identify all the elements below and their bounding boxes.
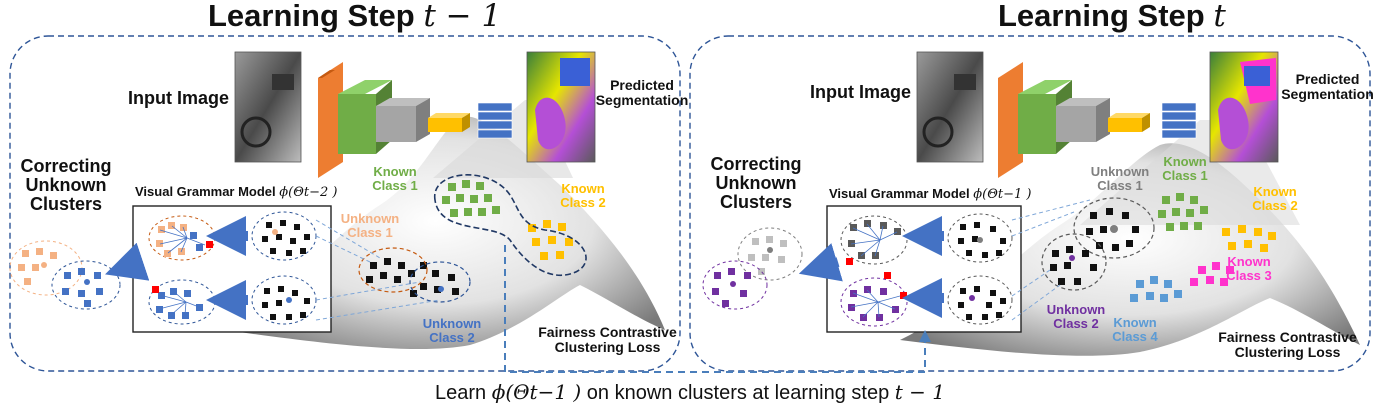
- bottom-caption-middle: on known clusters at learning step: [586, 382, 890, 404]
- right-step-title-math: t: [1213, 0, 1226, 34]
- right-correcting-label: Correcting Unknown Clusters: [710, 154, 802, 212]
- left-predicted-label: Predicted Segmentation: [595, 77, 689, 108]
- right-known-class-2-points: [1222, 225, 1276, 252]
- right-net-block-2: [1018, 94, 1056, 154]
- right-vgm-title: Visual Grammar Model ϕ(Θt−1 ): [829, 187, 1031, 202]
- right-known-class-2-label: Known Class 2: [1252, 184, 1298, 213]
- left-saddle-surface: [225, 116, 665, 350]
- left-input-image: [234, 51, 302, 163]
- right-known-class-4-label: Known Class 4: [1112, 315, 1158, 344]
- bottom-caption: Learn ϕ(Θt−1 ) on known clusters at lear…: [0, 380, 1380, 405]
- right-known-class-3-label: Known Class 3: [1226, 254, 1272, 283]
- left-unknown-class-1-label: Unknown Class 1: [340, 211, 400, 240]
- right-panel-border: [689, 35, 1371, 372]
- left-vgm-title: Visual Grammar Model ϕ(Θt−2 ): [135, 185, 337, 200]
- right-net-block-4: [1108, 118, 1142, 132]
- right-correcting-arrow: [798, 243, 843, 282]
- right-unknown-class-1-label: Unknown Class 1: [1090, 164, 1150, 193]
- left-vgm-title-text: Visual Grammar Model: [135, 184, 276, 199]
- left-net-block-1: [318, 62, 343, 178]
- right-input-image-label: Input Image: [810, 82, 912, 102]
- left-known-class-2-label: Known Class 2: [560, 181, 606, 210]
- left-step-title: Learning Step t − 1: [208, 0, 501, 33]
- left-input-image-label: Input Image: [128, 88, 230, 108]
- right-known-class-1-points: [1158, 193, 1208, 231]
- right-input-image: [916, 51, 984, 163]
- right-net-block-1: [998, 62, 1023, 178]
- left-step-title-math: t − 1: [423, 0, 502, 34]
- bottom-caption-prefix: Learn: [435, 382, 487, 404]
- left-net-block-5a: [477, 102, 513, 112]
- left-known-class-1-points: [442, 180, 500, 217]
- right-predicted-label: Predicted Segmentation: [1281, 71, 1374, 102]
- right-step-title-text: Learning Step: [998, 0, 1205, 33]
- left-loss-label: Fairness Contrastive Clustering Loss: [538, 324, 677, 355]
- left-panel-border: [9, 35, 681, 372]
- right-known-class-1-label: Known Class 1: [1162, 154, 1208, 183]
- bottom-caption-math-2: t − 1: [894, 380, 945, 404]
- right-vgm-title-math: ϕ(Θt−1 ): [973, 187, 1032, 202]
- left-net-block-4: [428, 118, 462, 132]
- left-known-class-1-label: Known Class 1: [372, 164, 418, 193]
- right-vgm-title-text: Visual Grammar Model: [829, 186, 970, 201]
- left-step-title-text: Learning Step: [208, 0, 415, 33]
- bottom-caption-math-1: ϕ(Θt−1 ): [491, 380, 582, 404]
- left-correcting-arrow: [105, 242, 150, 281]
- left-vgm-title-math: ϕ(Θt−2 ): [279, 185, 338, 200]
- left-net-block-2: [338, 94, 376, 154]
- right-net-block-5a: [1161, 102, 1197, 112]
- right-known-class-3-points: [1190, 262, 1234, 286]
- right-net-block-3: [1056, 106, 1096, 142]
- right-unknown-class-2-label: Unknown Class 2: [1046, 302, 1106, 331]
- right-known-class-4-points: [1130, 276, 1182, 302]
- left-unknown-class-2-label: Unknown Class 2: [422, 316, 482, 345]
- left-known-class-2-points: [528, 220, 573, 260]
- left-correcting-label: Correcting Unknown Clusters: [20, 156, 112, 214]
- right-step-title: Learning Step t: [998, 0, 1226, 33]
- feedback-dashed-arrow: [504, 245, 931, 373]
- left-net-block-2-top: [338, 80, 392, 94]
- right-loss-label: Fairness Contrastive Clustering Loss: [1218, 329, 1357, 360]
- left-net-block-3: [376, 106, 416, 142]
